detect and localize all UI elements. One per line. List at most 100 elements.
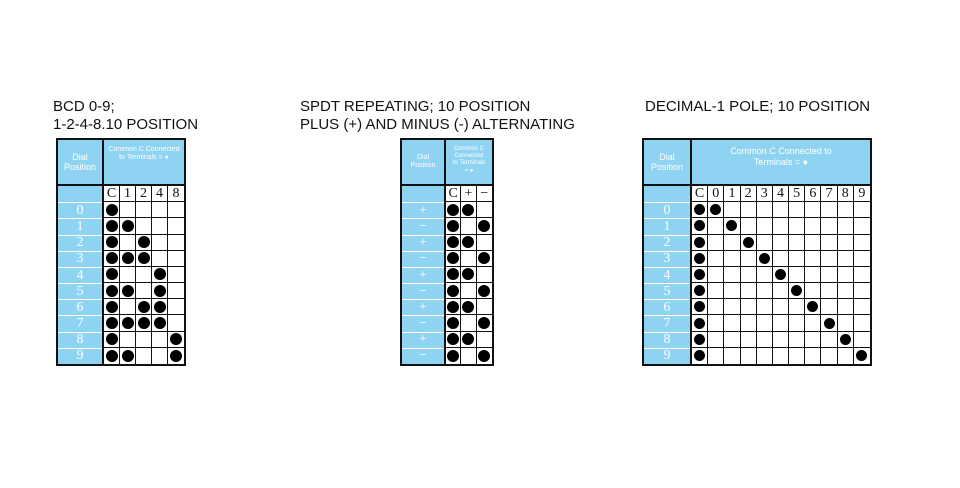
grid-cell	[104, 218, 120, 235]
bcd-title-line-1: BCD 0-9;	[53, 98, 115, 115]
grid-cell	[853, 299, 870, 316]
grid-cell	[837, 315, 854, 332]
connection-dot	[137, 252, 150, 265]
grid-cell	[724, 315, 741, 332]
dial-position-label: 7	[58, 315, 102, 331]
grid-cell	[821, 331, 838, 348]
grid-cell	[461, 218, 477, 235]
connection-dot	[694, 268, 706, 280]
grid-cell	[476, 218, 492, 235]
grid-cell	[446, 299, 462, 316]
terminal-label: C	[104, 186, 120, 203]
grid-cell	[853, 235, 870, 251]
grid-cell	[789, 218, 806, 235]
dial-position-label: 0	[644, 202, 690, 218]
connection-dot	[478, 219, 491, 232]
grid-cell	[708, 250, 725, 267]
grid-cell	[446, 218, 462, 235]
bcd-title: BCD 0-9; 1-2-4-8.10 POSITION	[53, 98, 198, 134]
dial-position-label: 4	[644, 266, 690, 283]
spdt-title-line-2: PLUS (+) AND MINUS (-) ALTERNATING	[300, 116, 575, 133]
grid-cell	[446, 266, 462, 284]
grid-cell	[838, 347, 854, 364]
connection-dot	[462, 268, 475, 281]
connection-dot	[462, 300, 475, 313]
connection-dot	[105, 203, 118, 216]
grid-cell	[136, 218, 152, 235]
dial-position-label: 8	[644, 331, 690, 348]
connection-dot	[462, 236, 475, 249]
grid-cell	[740, 315, 757, 332]
grid-cell	[821, 218, 838, 235]
grid-cell	[724, 202, 741, 219]
grid-cell	[789, 266, 806, 284]
grid-cell	[821, 347, 838, 364]
grid-cell	[853, 315, 870, 332]
grid-cell	[837, 299, 854, 316]
grid-cell	[104, 202, 120, 219]
connection-dot	[447, 284, 460, 297]
terminal-label: C	[446, 186, 462, 203]
grid-cell	[789, 299, 806, 316]
dial-position-label: +	[402, 299, 444, 315]
grid-cell	[853, 267, 870, 284]
grid-cell	[853, 202, 870, 219]
grid-cell	[756, 299, 773, 316]
grid-cell	[461, 234, 477, 251]
grid-cell	[446, 283, 462, 300]
connection-dot	[121, 349, 134, 362]
connection-dot	[694, 317, 706, 329]
grid-cell	[120, 347, 136, 364]
grid-cell	[708, 202, 725, 219]
grid-cell	[772, 234, 790, 251]
terminal-label: 3	[756, 186, 773, 203]
grid-cell	[120, 315, 136, 332]
grid-cell	[724, 283, 741, 300]
grid-cell	[708, 299, 725, 316]
grid-cell	[772, 283, 790, 300]
dial-position-label: −	[402, 283, 444, 299]
spdt-title-line-1: SPDT REPEATING; 10 POSITION	[300, 98, 531, 115]
connection-dot	[447, 300, 460, 313]
grid-cell	[152, 266, 168, 284]
terminal-label: 1	[724, 186, 741, 203]
grid-cell	[789, 234, 806, 251]
grid-cell	[853, 283, 870, 300]
connection-dot	[694, 333, 706, 345]
terminal-label: 6	[805, 186, 822, 203]
grid-cell	[461, 266, 477, 284]
connection-dot	[774, 268, 786, 280]
connection-dot	[694, 252, 706, 264]
grid-cell	[789, 250, 806, 267]
dial-position-label: 5	[58, 283, 102, 299]
connection-dot	[137, 317, 150, 330]
grid-cell	[837, 266, 854, 284]
grid-cell	[724, 218, 741, 235]
grid-cell	[120, 283, 136, 300]
grid-cell	[756, 283, 773, 300]
grid-cell	[104, 331, 120, 348]
grid-cell	[789, 202, 806, 219]
grid-cell	[120, 218, 136, 235]
grid-cell	[821, 250, 838, 267]
connection-dot	[462, 333, 475, 346]
grid-cell	[692, 347, 709, 364]
grid-cell	[772, 299, 790, 316]
dial-position-label: +	[402, 331, 444, 348]
dial-position-header: Dial Position	[644, 140, 692, 184]
connection-dot	[447, 349, 460, 362]
grid-cell	[837, 283, 854, 300]
grid-cell	[152, 218, 168, 235]
grid-cell	[805, 315, 822, 332]
dial-position-label: 8	[58, 331, 102, 348]
grid-cell	[477, 348, 492, 364]
grid-cell	[446, 202, 462, 219]
grid-cell	[756, 266, 773, 284]
grid-cell	[168, 202, 184, 219]
connection-dot	[462, 203, 475, 216]
grid-cell	[136, 250, 152, 267]
dial-position-label: 5	[644, 283, 690, 299]
